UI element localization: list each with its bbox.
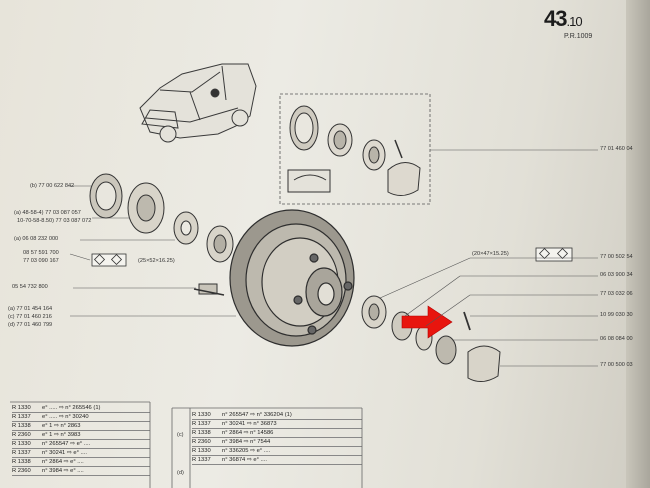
part-label: 77 00 500 03 xyxy=(600,362,633,368)
leader-lines xyxy=(68,149,598,367)
part-label: 77 01 460 04 xyxy=(600,146,633,152)
part-label: 06 08 084 00 xyxy=(600,336,633,342)
brake-drum xyxy=(229,209,355,347)
bearing-parts-left xyxy=(89,173,234,296)
part-label: 10 99 030 30 xyxy=(600,312,633,318)
part-label: 77 03 090 167 xyxy=(23,258,59,264)
part-label: (c) 77 01 460 216 xyxy=(8,314,52,320)
red-indicator-arrow xyxy=(401,305,453,339)
part-label: 06 03 900 34 xyxy=(600,272,633,278)
kit-box xyxy=(279,93,431,205)
part-label: (a) 77 01 454 164 xyxy=(8,306,53,312)
table-group-c: (c) xyxy=(177,432,184,438)
table-group-d: (d) xyxy=(177,470,184,476)
pr-code: P.R.1009 xyxy=(564,33,593,40)
part-label: 77 03 032 06 xyxy=(600,291,633,297)
car-illustration xyxy=(139,63,257,143)
part-label: 77 00 502 54 xyxy=(600,254,633,260)
part-label: (a) 48-58-4) 77 03 087 057 xyxy=(14,210,81,216)
symbol-box-left xyxy=(91,253,127,267)
part-label: (d) 77 01 460 799 xyxy=(8,322,53,328)
part-label: 08 57 591 700 xyxy=(23,250,59,256)
dimension-label: (20×47×15.25) xyxy=(472,251,509,257)
part-label: (b) 77 00 622 842 xyxy=(30,183,75,189)
page-number: 43.10 xyxy=(544,6,583,31)
part-label: 05 54 732 800 xyxy=(12,284,48,290)
symbol-box-right xyxy=(535,247,573,262)
kit-parts xyxy=(287,105,421,196)
dimension-label: (25×52×16.25) xyxy=(138,258,175,264)
part-label: 10-70-58-8.50) 77 03 087 072 xyxy=(17,218,92,224)
part-label: (a) 06 08 232 000 xyxy=(14,236,59,242)
page-binding xyxy=(626,0,650,488)
